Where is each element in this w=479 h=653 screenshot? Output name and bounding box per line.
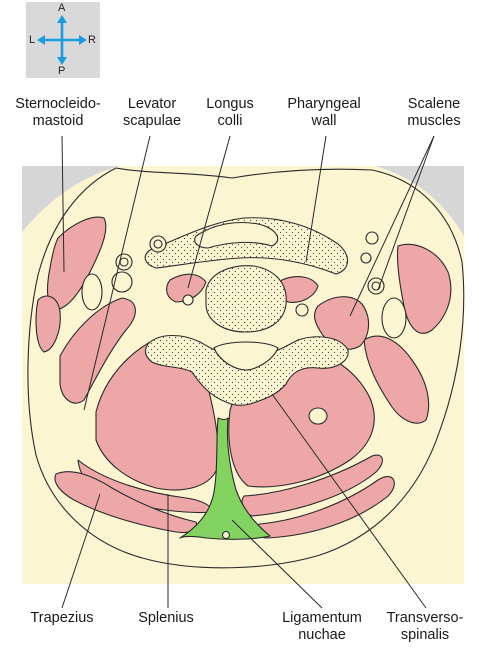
lymph-node-left (82, 274, 102, 310)
vertebral-artery-right (296, 304, 308, 316)
vertebral-artery-left (183, 295, 193, 305)
small-vessel-posterior (309, 408, 327, 424)
vessel-left-1-inner (154, 240, 162, 248)
vessel-right-2 (361, 253, 371, 263)
vessel-left-2-inner (120, 258, 128, 266)
vessel-right-1 (366, 232, 378, 244)
lymph-node-right (382, 298, 406, 338)
ligament-marker (223, 532, 230, 539)
vertebral-body (206, 266, 286, 332)
